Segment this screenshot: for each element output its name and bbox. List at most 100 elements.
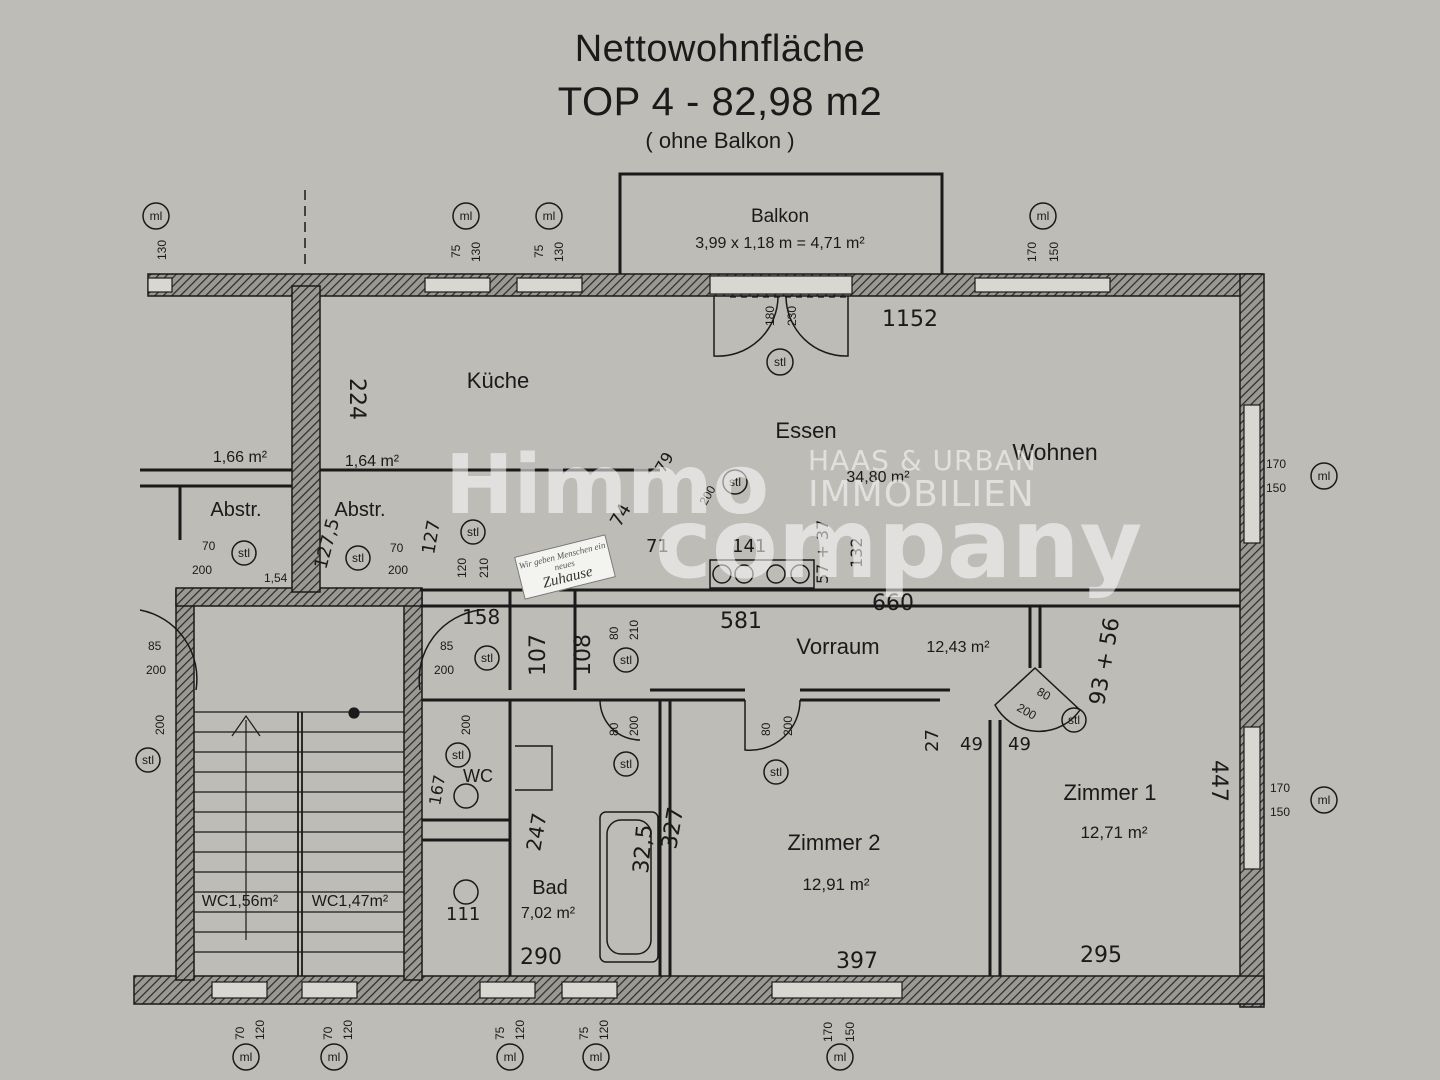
hw-32-5: 32,5 xyxy=(629,824,658,875)
dim-text: 170 xyxy=(1266,457,1286,471)
windows xyxy=(147,277,1261,999)
balcony-door-opening xyxy=(709,275,853,295)
window-marker-1: ml 130 xyxy=(142,202,170,260)
dim-text: 170 xyxy=(1270,781,1290,795)
hw-290: 290 xyxy=(520,945,562,970)
ml-text: ml xyxy=(590,1050,603,1064)
vorraum-name: Vorraum xyxy=(796,634,879,659)
door-swings xyxy=(139,295,1081,751)
dim-text: 150 xyxy=(843,1022,857,1042)
zimmer1-area: 12,71 m² xyxy=(1080,823,1147,842)
door-marker-zimmer1: stl 80 200 xyxy=(1015,684,1087,733)
hw-247: 247 xyxy=(521,811,551,853)
essen-name: Essen xyxy=(775,418,836,443)
ml-circle xyxy=(142,202,170,230)
door-marker-bad: stl 80 200 xyxy=(607,716,641,777)
stair-door-right xyxy=(418,609,481,691)
dim-text: 200 xyxy=(388,563,408,577)
dim-text: 120 xyxy=(455,558,469,578)
hw-127: 127 xyxy=(418,518,445,555)
ml-circle xyxy=(582,1043,610,1071)
door-marker-abstr-wide: stl 120 210 xyxy=(455,519,491,578)
zimmer2-area: 12,91 m² xyxy=(802,875,869,894)
dim-text: 170 xyxy=(1025,242,1039,262)
wall-bad-zimmer2 xyxy=(658,700,672,976)
wall-kueche-left xyxy=(291,285,321,593)
window-marker-6: ml 170 150 xyxy=(1270,781,1338,819)
hw-93-56: 93 + 56 xyxy=(1085,616,1125,707)
window-bottom-1 xyxy=(211,981,268,999)
hw-447: 447 xyxy=(1206,760,1231,802)
dim-text: 80 xyxy=(607,626,621,640)
bathtub xyxy=(599,811,659,963)
stl-circle xyxy=(613,751,639,777)
wc-area-a: WC1,56m² xyxy=(202,893,279,910)
balcony-outline xyxy=(618,172,944,274)
plan-note: ( ohne Balkon ) xyxy=(645,128,795,153)
hw-108: 108 xyxy=(571,634,596,676)
stair-treads xyxy=(194,711,404,953)
window-marker-4: ml 170 150 xyxy=(1025,202,1061,262)
stl-circle xyxy=(345,545,371,571)
washbasin xyxy=(515,745,553,791)
kueche-name: Küche xyxy=(467,368,529,393)
stl-circle xyxy=(460,519,486,545)
ml-text: ml xyxy=(504,1050,517,1064)
dim-text: 150 xyxy=(1266,481,1286,495)
window-bottom-2 xyxy=(301,981,358,999)
stl-circle xyxy=(1061,707,1087,733)
stove-4 xyxy=(790,564,810,584)
ml-circle xyxy=(320,1043,348,1071)
ml-text: ml xyxy=(150,209,163,223)
room-labels: Balkon 3,99 x 1,18 m = 4,71 m² Küche Ess… xyxy=(202,206,1157,922)
stl-text: stl xyxy=(729,475,741,489)
dim-text: 170 xyxy=(821,1022,835,1042)
window-right-1 xyxy=(1243,404,1261,544)
window-right-2 xyxy=(1243,726,1261,870)
hw-79: 79 xyxy=(651,449,678,476)
wall-zimmer2-zimmer1 xyxy=(988,720,1002,976)
dim-text: 200 xyxy=(434,663,454,677)
window-bottom-4 xyxy=(561,981,618,999)
stair-door-left xyxy=(139,609,198,691)
ml-text: ml xyxy=(1318,793,1331,807)
dim-text: 200 xyxy=(781,716,795,736)
stl-text: stl xyxy=(620,757,632,771)
hw-111: 111 xyxy=(446,904,480,925)
dim-text: 80 xyxy=(1035,684,1054,703)
door-marker-abstr1: stl 70 200 xyxy=(192,539,257,577)
window-marker-8: ml 70 120 xyxy=(320,1020,355,1071)
hw-397: 397 xyxy=(836,949,878,974)
dim-text: 85 xyxy=(148,639,162,653)
wall-right xyxy=(1239,273,1265,1008)
window-bottom-5 xyxy=(771,981,903,999)
hw-660: 660 xyxy=(872,591,914,616)
stove-2 xyxy=(734,564,754,584)
dim-text: 180 xyxy=(763,306,777,326)
ml-circle xyxy=(232,1043,260,1071)
hw-158: 158 xyxy=(462,605,500,629)
wc-area-b: WC1,47m² xyxy=(312,893,389,910)
window-bottom-3 xyxy=(479,981,536,999)
dim-text: 120 xyxy=(341,1020,355,1040)
stl-text: stl xyxy=(1068,713,1080,727)
wc-label: WC xyxy=(463,766,493,786)
dim-text: 70 xyxy=(202,539,216,553)
window-marker-3: ml 75 130 xyxy=(532,202,566,262)
zimmer1-name: Zimmer 1 xyxy=(1064,780,1157,805)
stair-divider xyxy=(297,712,303,976)
stair-arrow xyxy=(231,714,261,940)
ml-text: ml xyxy=(834,1050,847,1064)
stl-text: stl xyxy=(142,753,154,767)
stl-circle xyxy=(474,645,500,671)
dim-text: 210 xyxy=(477,558,491,578)
wc-bowl-2 xyxy=(453,879,479,905)
hw-167: 167 xyxy=(425,773,449,806)
bad-name: Bad xyxy=(532,877,568,899)
ml-text: ml xyxy=(1318,469,1331,483)
dim-text: 210 xyxy=(627,620,641,640)
stl-circle xyxy=(445,742,471,768)
plan-subtitle: TOP 4 - 82,98 m2 xyxy=(557,80,883,124)
dim-text: 120 xyxy=(513,1020,527,1040)
